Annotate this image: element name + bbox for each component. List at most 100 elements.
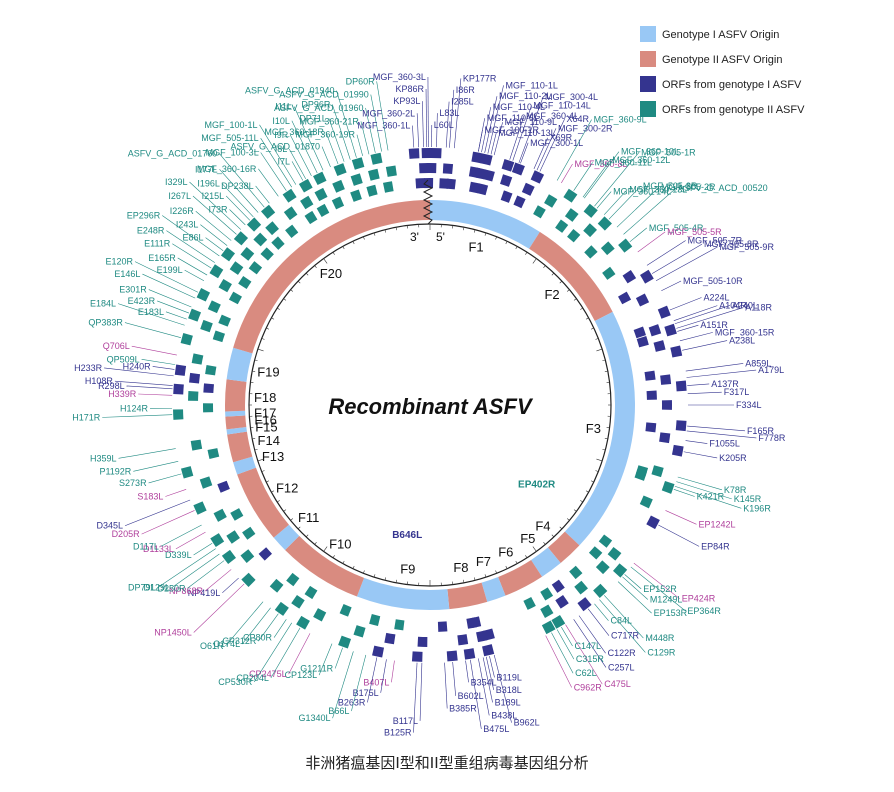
orf-block [299,179,313,193]
axis-tick [271,318,274,319]
axis-tick [586,318,589,319]
fragment-arc-f16 [225,415,246,429]
orf-block [372,646,384,658]
orf-leader-line [153,366,175,369]
orf-block [210,533,224,547]
axis-tick [560,281,562,283]
orf-block [291,595,304,609]
orf-label: C962R [574,682,603,692]
orf-label: F317L [724,387,750,397]
axis-tick [525,555,527,558]
fragment-arc-f8 [447,583,487,609]
orf-block [353,625,365,637]
orf-label: B175L [353,688,379,698]
orf-label: EP84R [701,541,730,551]
orf-label: B962L [514,718,540,728]
orf-label: MGF_360-21R [299,116,359,126]
axis-tick [291,290,293,292]
orf-block [569,566,582,579]
fragment-label-f6: F6 [498,545,513,560]
inner-orf-label: B646L [392,530,422,541]
orf-block [502,159,515,172]
orf-block [189,373,200,384]
orf-block [439,178,449,189]
orf-block [584,245,597,258]
orf-label: DP238L [221,181,254,191]
orf-block [271,236,284,249]
orf-block [676,420,687,431]
orf-label: M448R [645,633,675,643]
fragment-arc-f9 [357,578,449,610]
orf-label: B189L [495,697,521,707]
orf-leader-line [561,164,572,183]
axis-tick [315,266,317,268]
orf-block [660,374,671,385]
orf-label: MGF_360-9L [594,115,647,125]
orf-leader-line [193,196,237,234]
orf-label: ASFV_G_ACD_01760 [128,149,218,159]
orf-block [464,648,476,659]
orf-block [676,380,687,391]
orf-leader-line [687,426,745,431]
orf-block [300,196,313,209]
orf-block [313,172,326,185]
orf-block [596,560,610,574]
fragment-label-f11: F11 [298,510,319,525]
orf-leader-line [187,561,224,589]
orf-label: H171R [72,412,101,422]
orf-label: C129R [647,647,676,657]
orf-leader-line [436,113,437,147]
orf-label: I243L [176,220,199,230]
axis-tick [277,500,280,502]
axis-tick [298,527,300,529]
orf-label: Q706L [103,341,130,351]
axis-tick [353,241,354,244]
orf-label: E183L [138,307,164,317]
orf-label: B354L [471,677,497,687]
axis-tick [506,566,507,569]
legend-label: Genotype I ASFV Origin [662,29,779,41]
orf-block [531,170,544,183]
orf-label: NP1450L [154,628,192,638]
orf-leader-line [289,149,305,179]
axis-tick [586,491,589,492]
orf-block [230,508,243,521]
orf-block [226,530,240,543]
orf-leader-line [176,532,206,549]
orf-label: I329L [165,177,188,187]
orf-label: I10L [272,116,290,126]
orf-block [200,320,213,332]
orf-block [234,231,248,245]
orf-leader-line [630,228,647,242]
fragment-label-f19: F19 [257,365,279,380]
orf-leader-line [125,500,190,526]
orf-label: MGF_360-3L [373,72,426,82]
orf-block [221,247,235,261]
legend-swatch [640,51,656,67]
orf-block [217,481,230,493]
orf-block [370,153,382,165]
orf-block [253,233,267,247]
orf-block [197,288,210,301]
orf-block [340,604,352,617]
orf-block [651,465,663,477]
fragment-label-f12: F12 [276,481,298,496]
orf-leader-line [546,636,572,688]
orf-label: C122R [608,648,637,658]
orf-block [296,616,310,630]
orf-block [664,324,677,337]
orf-label: P1192R [99,466,131,476]
orf-leader-line [230,210,246,225]
fragment-label-f14: F14 [258,433,280,448]
orf-block [275,602,289,616]
orf-leader-line [588,609,609,636]
orf-block [662,481,675,494]
orf-label: E199L [157,265,183,275]
orf-label: I285L [451,97,474,107]
orf-block [583,223,597,237]
orf-block [523,597,535,610]
orf-block [512,163,525,176]
orf-label: EP424R [682,594,716,604]
